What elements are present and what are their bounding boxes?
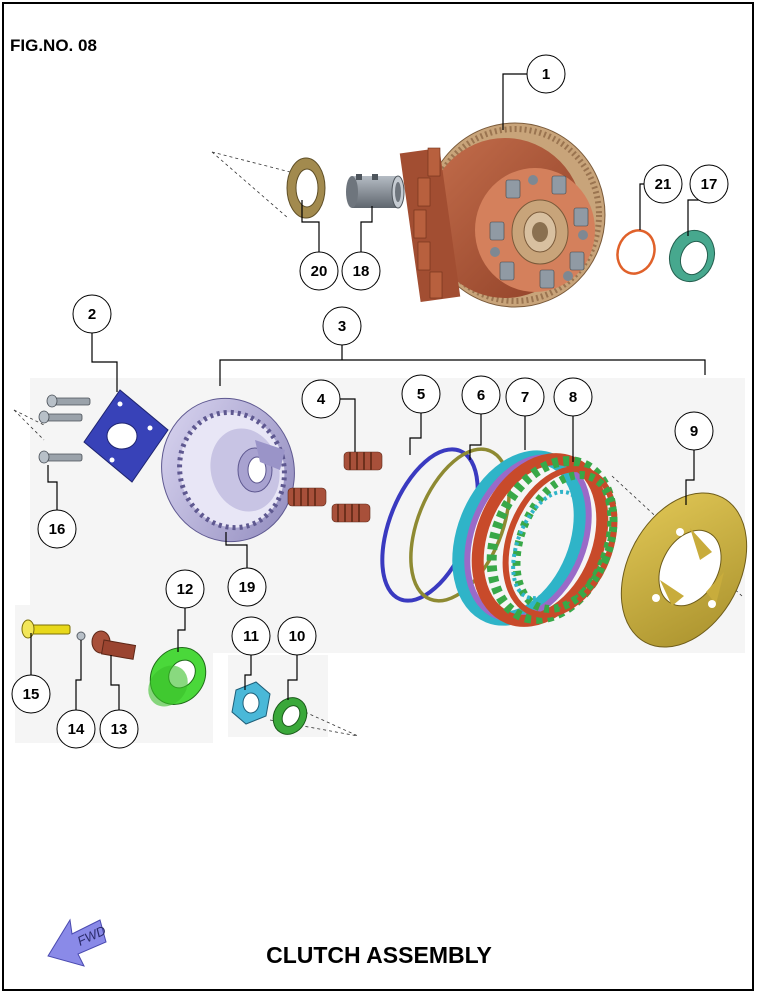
callout-3: 3 (322, 306, 362, 346)
push-piece (91, 630, 137, 660)
callout-16: 16 (37, 509, 77, 549)
o-ring (616, 229, 656, 275)
clutch-springs (287, 451, 383, 523)
svg-text:9: 9 (690, 423, 698, 440)
thrust-washer (286, 157, 326, 219)
lock-washer (272, 697, 308, 735)
svg-text:12: 12 (177, 581, 194, 598)
callout-21: 21 (643, 164, 683, 204)
svg-text:1: 1 (542, 66, 550, 83)
spring-seat-ring (409, 447, 511, 603)
svg-text:6: 6 (477, 387, 485, 404)
svg-text:19: 19 (239, 579, 256, 596)
clutch-hub (161, 397, 295, 543)
svg-text:2: 2 (88, 306, 96, 323)
clutch-housing (399, 122, 606, 308)
lifter-plate (83, 389, 169, 483)
callout-20: 20 (299, 251, 339, 291)
callout-10: 10 (277, 616, 317, 656)
svg-text:3: 3 (338, 318, 346, 335)
lock-nut (231, 681, 271, 725)
callout-6: 6 (461, 375, 501, 415)
ball-bearing (148, 647, 207, 707)
figure-number: FIG.NO. 08 (10, 36, 97, 55)
page-title: CLUTCH ASSEMBLY (266, 942, 492, 968)
svg-text:5: 5 (417, 386, 425, 403)
steel-ball (76, 631, 86, 641)
svg-text:4: 4 (317, 391, 326, 408)
needle-bushing (346, 174, 405, 209)
svg-text:16: 16 (49, 521, 66, 538)
guide-line (211, 151, 291, 173)
guide-line (211, 151, 289, 219)
callout-14: 14 (56, 709, 96, 749)
callouts: 1 2 3 4 5 6 7 8 9 10 11 12 13 14 15 16 1… (11, 54, 729, 749)
svg-text:20: 20 (311, 263, 328, 280)
callout-5: 5 (401, 374, 441, 414)
svg-text:13: 13 (111, 721, 128, 738)
callout-17: 17 (689, 164, 729, 204)
callout-12: 12 (165, 569, 205, 609)
clutch-plate-stack (452, 450, 618, 627)
callout-8: 8 (553, 377, 593, 417)
callout-1: 1 (526, 54, 566, 94)
spacer-ring (668, 229, 716, 283)
svg-text:18: 18 (353, 263, 370, 280)
svg-text:11: 11 (243, 628, 259, 645)
svg-text:21: 21 (655, 176, 672, 193)
callout-18: 18 (341, 251, 381, 291)
svg-text:17: 17 (701, 176, 718, 193)
callout-2: 2 (72, 294, 112, 334)
pressure-plate (620, 492, 748, 648)
svg-text:7: 7 (521, 389, 529, 406)
svg-text:14: 14 (68, 721, 85, 738)
leader-lines (30, 73, 713, 712)
guide-line (13, 409, 45, 441)
bolts (38, 394, 91, 464)
svg-text:8: 8 (569, 389, 577, 406)
svg-text:10: 10 (289, 628, 306, 645)
callout-13: 13 (99, 709, 139, 749)
callout-7: 7 (505, 377, 545, 417)
callout-19: 19 (227, 567, 267, 607)
callout-15: 15 (11, 674, 51, 714)
svg-text:15: 15 (23, 686, 40, 703)
callout-11: 11 (231, 616, 271, 656)
callout-4: 4 (301, 379, 341, 419)
callout-9: 9 (674, 411, 714, 451)
guide-line (304, 711, 359, 737)
